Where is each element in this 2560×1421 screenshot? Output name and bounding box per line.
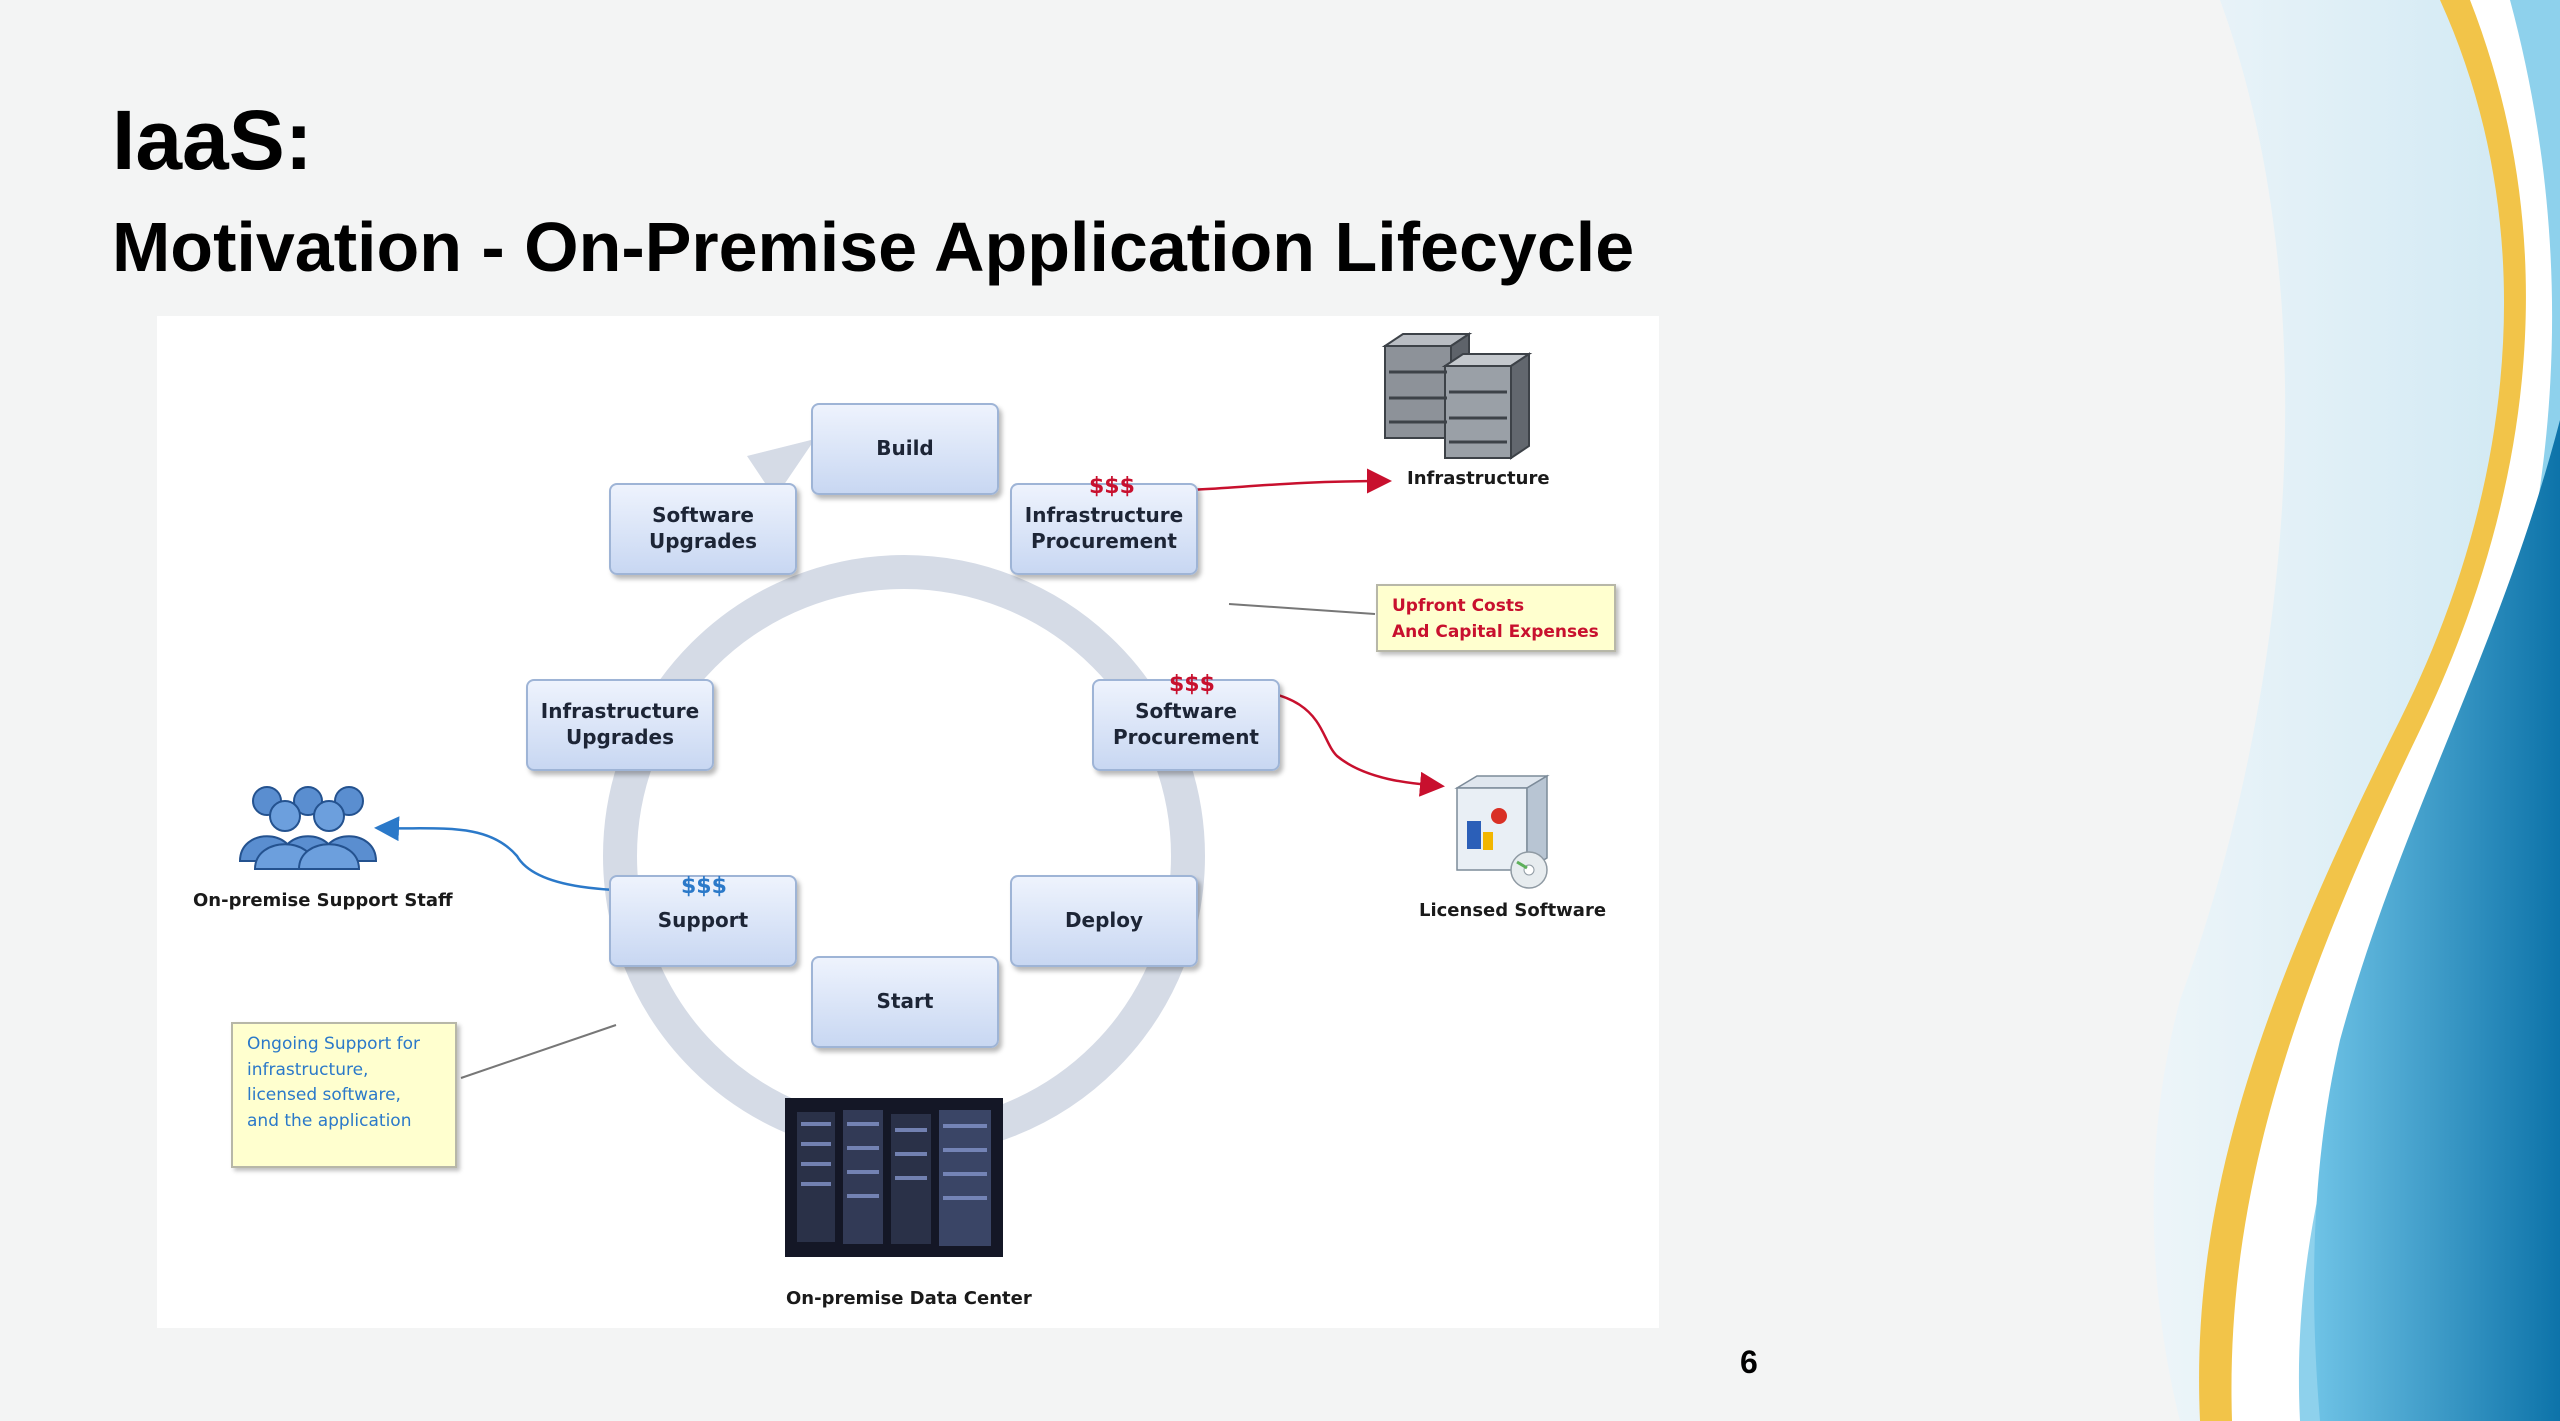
lifecycle-ring (603, 555, 1205, 1157)
node-software-procurement: Software Procurement (1092, 679, 1280, 771)
software-cost-arrow (1219, 686, 1445, 797)
data-center-label: On-premise Data Center (786, 1288, 1032, 1309)
ongoing-callout-pointer (460, 1024, 617, 1079)
page-number: 6 (1740, 1344, 1758, 1380)
ring-arrowhead (747, 439, 815, 498)
upfront-costs-callout: Upfront Costs And Capital Expenses (1376, 584, 1616, 652)
software-box-icon (1454, 774, 1550, 889)
ongoing-support-callout: Ongoing Support for infrastructure, lice… (231, 1022, 457, 1168)
infra-cost-marker: $$$ (1089, 474, 1135, 499)
licensed-software-label: Licensed Software (1419, 900, 1607, 921)
node-infrastructure-procurement: Infrastructure Procurement (1010, 483, 1198, 575)
lifecycle-diagram: Build Infrastructure Procurement Softwar… (157, 316, 1659, 1328)
node-build: Build (811, 403, 999, 495)
node-software-upgrades: Software Upgrades (609, 483, 797, 575)
server-stack-icon (1381, 332, 1533, 460)
node-deploy: Deploy (1010, 875, 1198, 967)
infrastructure-label: Infrastructure (1407, 468, 1550, 489)
upfront-callout-pointer (1228, 603, 1376, 615)
diagram-connectors (238, 332, 1550, 1257)
node-start: Start (811, 956, 999, 1048)
data-center-photo (785, 1098, 1003, 1257)
software-cost-marker: $$$ (1169, 672, 1215, 697)
people-group-icon (238, 786, 378, 870)
support-cost-marker: $$$ (681, 874, 727, 899)
slide-title: IaaS: (112, 93, 313, 187)
support-staff-label: On-premise Support Staff (193, 890, 453, 911)
node-support: Support (609, 875, 797, 967)
slide-subtitle: Motivation - On-Premise Application Life… (112, 208, 1635, 286)
node-infrastructure-upgrades: Infrastructure Upgrades (526, 679, 714, 771)
